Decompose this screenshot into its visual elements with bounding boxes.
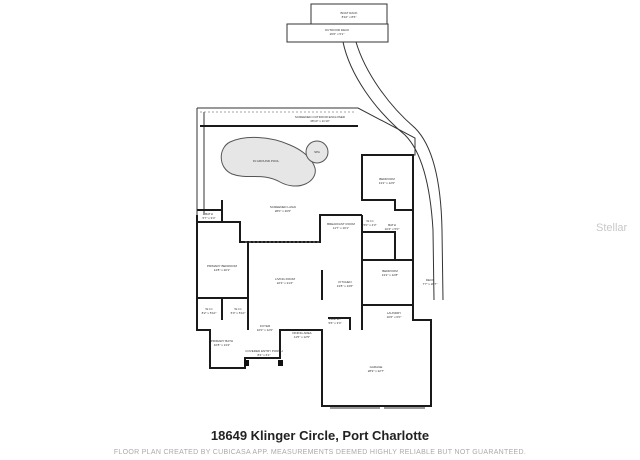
house-outline <box>196 154 432 407</box>
bedroom2-label: BEDROOM <box>382 269 398 273</box>
bath-top-walls <box>197 200 223 222</box>
spa <box>305 140 329 164</box>
garage-label: GARAGE <box>370 365 383 369</box>
watermark: Stellar <box>596 222 628 234</box>
lanai-divider <box>197 214 362 243</box>
porch-column-right <box>278 360 283 366</box>
primary-bedroom-label: PRIMARY BEDROOM <box>207 264 237 268</box>
pantry-dim: 5'6" x 3'4" <box>328 321 341 325</box>
outdoor-deck-label: OUTDOOR DECK <box>325 28 350 32</box>
kitchen-dim: 13'8" x 13'6" <box>337 284 353 288</box>
interior-walls <box>197 215 413 345</box>
living-label: LIVING ROOM <box>275 277 296 281</box>
bedroom2-dim: 13'2" x 12'8" <box>382 273 398 277</box>
wic2-dim: 8'2" x 5'10" <box>202 311 217 315</box>
primary-bath-dim: 10'8" x 13'4" <box>214 343 230 347</box>
disclaimer-footer: FLOOR PLAN CREATED BY CUBICASA APP. MEAS… <box>113 449 527 456</box>
bath2-label: BATH <box>388 223 396 227</box>
living-dim: 22'3" x 21'2" <box>277 281 293 285</box>
breakfast-dim: 11'7" x 10'1" <box>333 226 349 230</box>
pool <box>220 137 316 187</box>
breakfast-label: BREAKFAST ROOM <box>327 222 355 226</box>
pool-label: IN GROUND POOL <box>253 159 280 163</box>
foyer-dim: 10'0" x 12'0" <box>257 328 273 332</box>
wic3-dim: 5'3" x 5'10" <box>231 311 246 315</box>
boat-rack-label: BOAT RACK <box>340 11 357 15</box>
wic1-label: W.I.C <box>366 219 374 223</box>
bedroom1-dim: 13'2" x 12'0" <box>379 181 395 185</box>
dining-dim: 11'5" x 12'5" <box>294 335 310 339</box>
walkway-path <box>342 41 444 301</box>
pantry-label: PANTRY <box>329 317 341 321</box>
property-title: 18649 Klinger Circle, Port Charlotte <box>210 428 430 443</box>
kitchen-label: KITCHEN <box>338 280 351 284</box>
dining-label: DINING AREA <box>292 331 311 335</box>
deck-label: DECK <box>426 278 434 282</box>
primary-bath-label: PRIMARY BATH <box>211 339 233 343</box>
laundry-dim: 10'6" x 6'0" <box>387 315 402 319</box>
screened-lanai-label: SCREENED LANAI <box>270 205 296 209</box>
porch-column-left <box>244 360 249 366</box>
outdoor-deck <box>286 23 389 43</box>
screened-lanai-dim: 28'0" x 20'0" <box>275 209 291 213</box>
bath-top-dim: 5'7" x 9'4" <box>202 216 215 220</box>
primary-bedroom-dim: 14'8" x 20'1" <box>214 268 230 272</box>
outdoor-deck-dim: 26'0" x 5'1" <box>330 32 345 36</box>
bath2-dim: 10'4" x 5'0" <box>385 227 400 231</box>
bath-top-label: BATH <box>205 212 213 216</box>
laundry-label: LAUNDRY <box>387 311 401 315</box>
porch-dim: 8'4" x 6'1" <box>257 353 270 357</box>
spa-label: SPA <box>314 150 320 154</box>
screened-area-label: SCREENED OUTDOOR ENCLOSED <box>295 115 346 119</box>
deck-dim: 7'7" x 20'7" <box>423 282 438 286</box>
wic1-dim: 5'0" x 4'3" <box>363 223 376 227</box>
bedroom1-label: BEDROOM <box>379 177 395 181</box>
porch-label: COVERED ENTRY PORCH <box>245 349 282 353</box>
garage-dim: 28'9" x 22'7" <box>368 369 384 373</box>
foyer-label: FOYER <box>260 324 271 328</box>
wic3-label: W.I.C <box>234 307 242 311</box>
wic2-label: W.I.C <box>205 307 213 311</box>
boat-rack-dim: 8'10" x 8'6" <box>342 15 357 19</box>
screened-area-dim: 38'10" x 11'10" <box>310 119 330 123</box>
